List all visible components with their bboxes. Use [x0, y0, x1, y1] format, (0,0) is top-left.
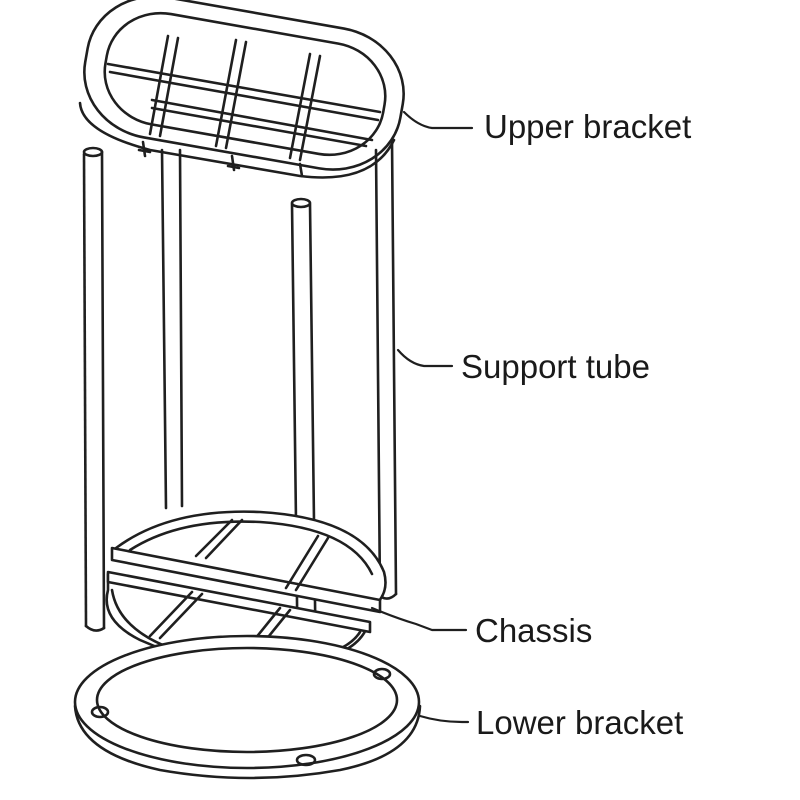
- support-tube-back-left: [160, 148, 184, 510]
- upper-bracket-label: Upper bracket: [484, 108, 692, 145]
- support-tubes: [82, 138, 398, 686]
- support-tube-front-left: [82, 146, 106, 632]
- lower-bracket: [73, 634, 422, 780]
- support-tube-label: Support tube: [461, 348, 650, 385]
- leader-chassis: [370, 606, 468, 632]
- upper-bracket: [78, 0, 405, 179]
- leader-lower-bracket: [418, 714, 470, 724]
- lower-bracket-label: Lower bracket: [476, 704, 684, 741]
- support-tube-back-right: [374, 138, 398, 600]
- leader-lines: [370, 110, 474, 724]
- leader-upper-bracket: [402, 110, 474, 130]
- chassis-label: Chassis: [475, 612, 593, 649]
- leader-support-tube: [396, 348, 454, 368]
